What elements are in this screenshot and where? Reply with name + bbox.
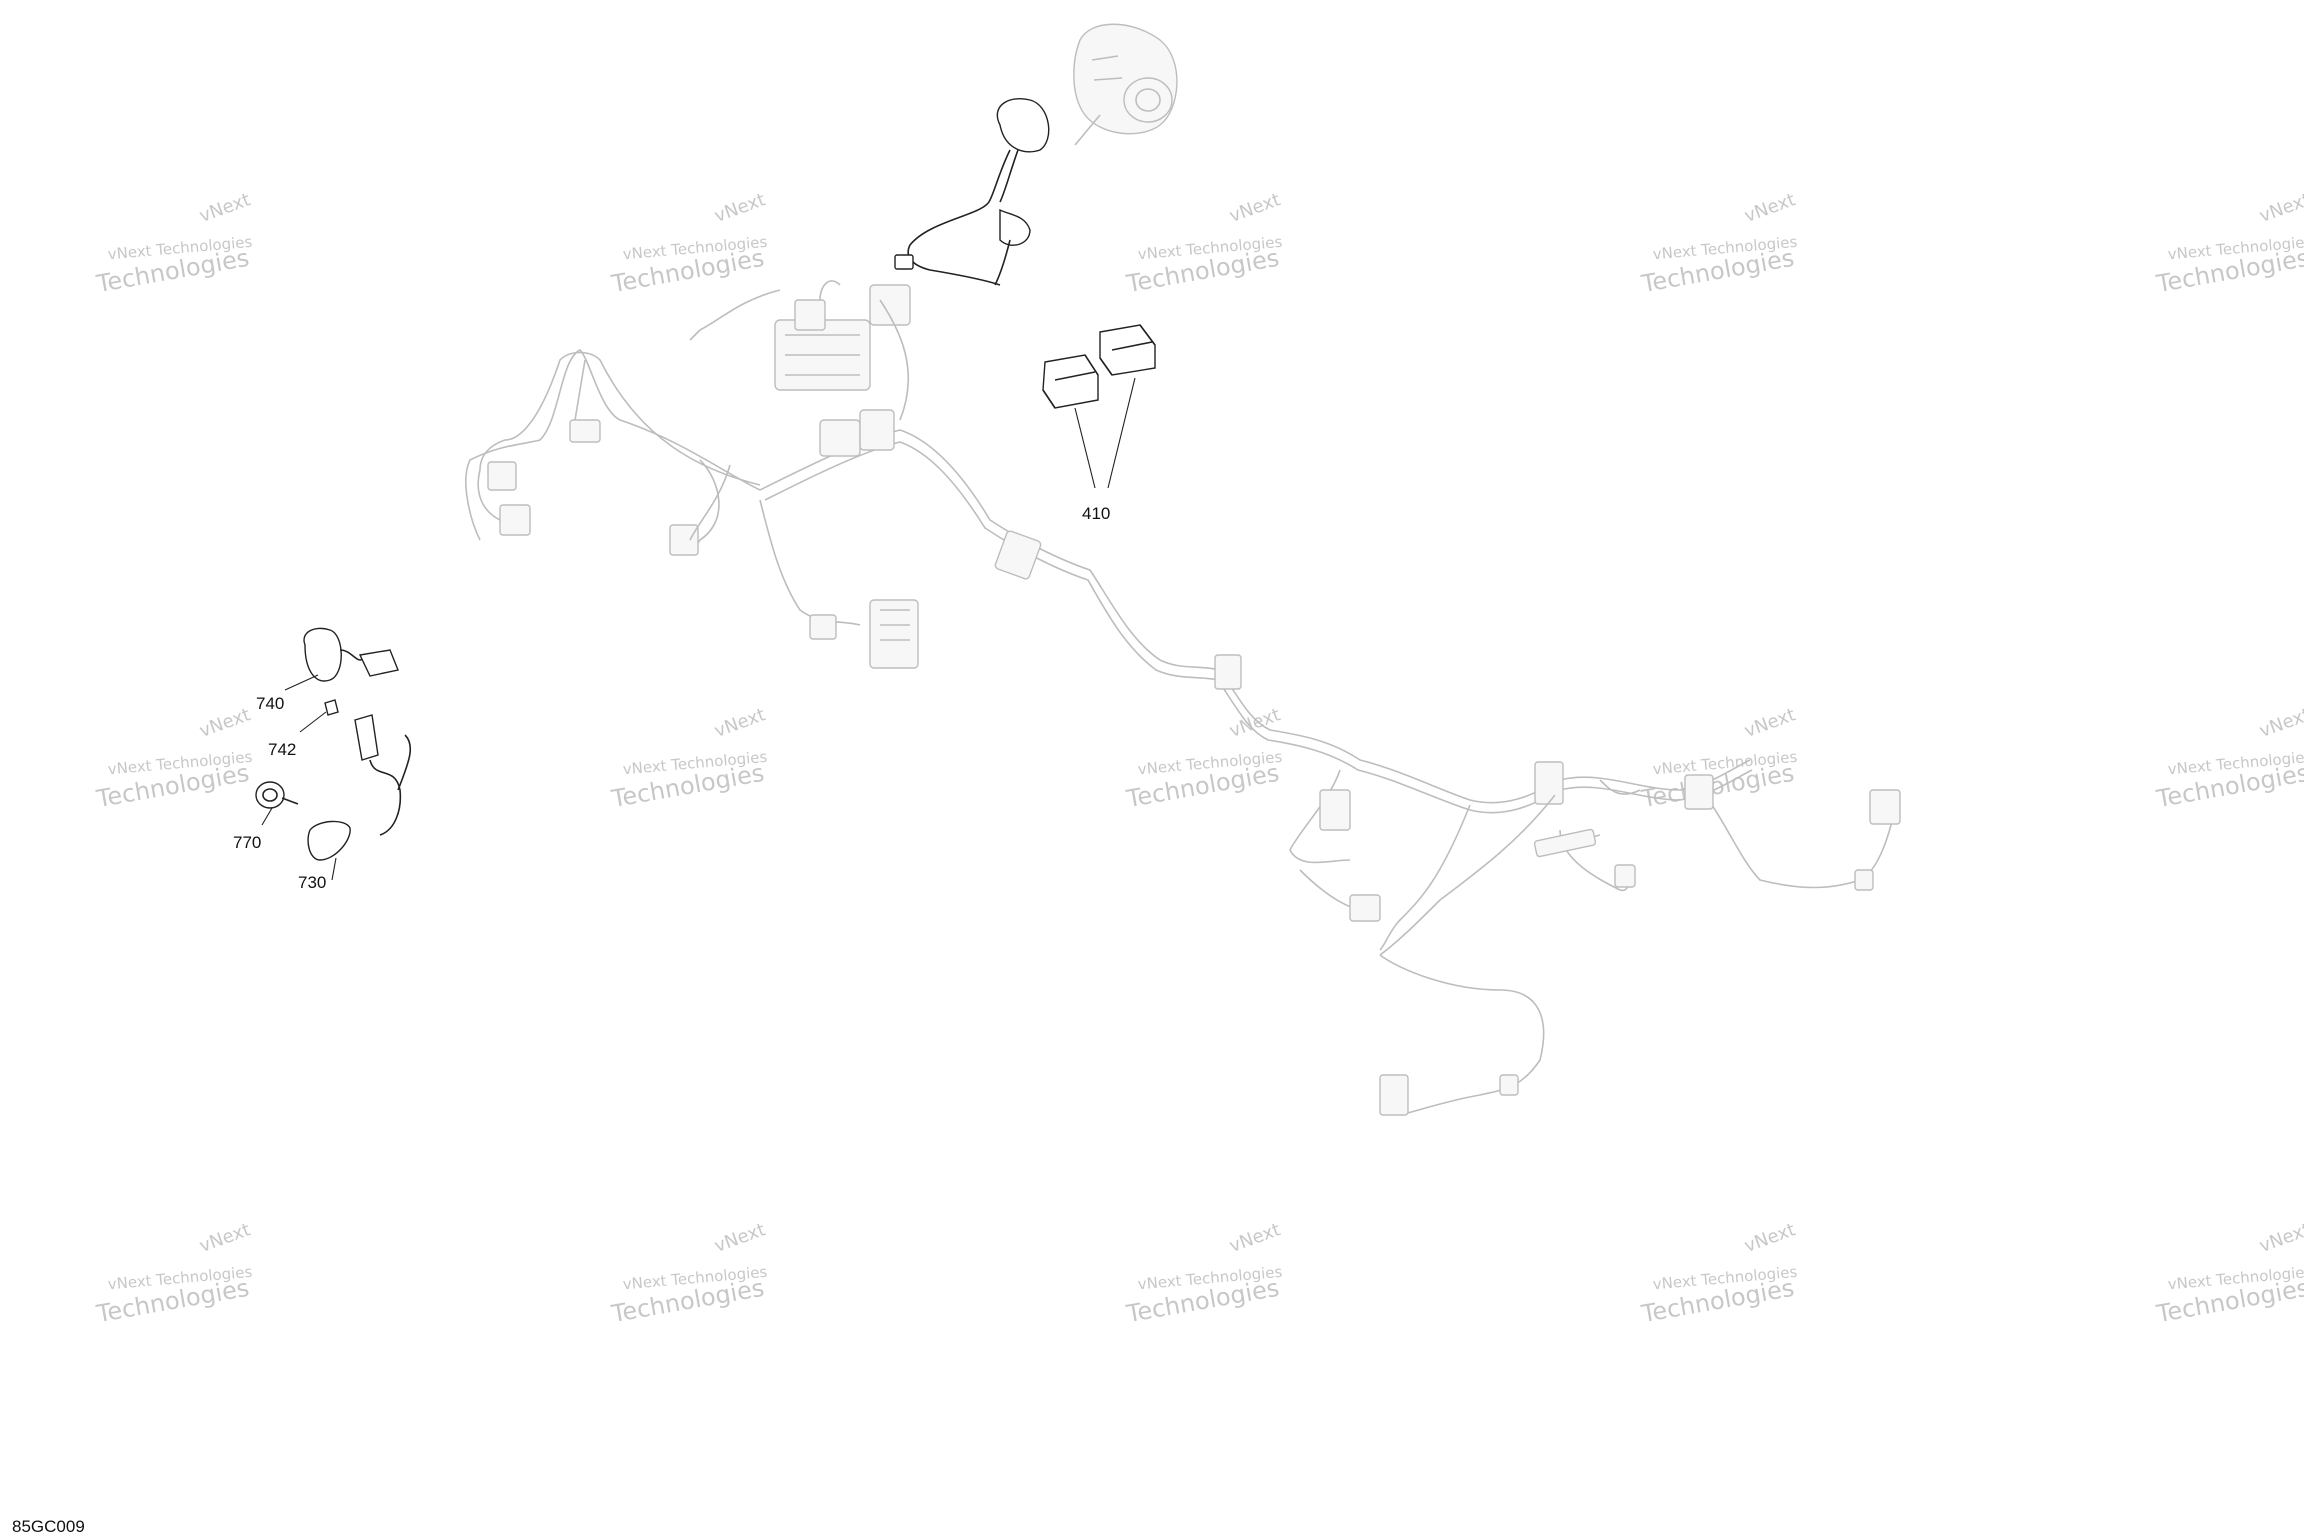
- watermark-text: vNext: [197, 189, 254, 227]
- relay-pair: [1042, 324, 1156, 489]
- ignition-parts: [255, 627, 412, 881]
- watermark-text: vNext: [712, 704, 769, 742]
- watermark-text: vNext: [2257, 704, 2304, 742]
- callout-730: 730: [298, 873, 326, 892]
- callout-labels: 410 740 742 770 730: [233, 504, 1110, 892]
- watermark-text: vNext: [1227, 704, 1284, 742]
- figure-id: 85GC009: [12, 1517, 85, 1536]
- callout-770: 770: [233, 833, 261, 852]
- watermark-text: vNext: [1742, 189, 1799, 227]
- main-wiring-harness: [465, 23, 1901, 1116]
- watermark-text: vNext: [197, 1219, 254, 1257]
- watermark-text: vNext: [197, 704, 254, 742]
- callout-410: 410: [1082, 504, 1110, 523]
- callout-740: 740: [256, 694, 284, 713]
- watermark-text: vNext: [712, 1219, 769, 1257]
- engine-housing-ghost: [1073, 23, 1178, 146]
- watermark-text: vNext: [1227, 1219, 1284, 1257]
- watermark-text: vNext: [2257, 1219, 2304, 1257]
- watermark-text: vNext: [712, 189, 769, 227]
- watermark-text: vNext: [1742, 1219, 1799, 1257]
- watermark-text: vNext: [2257, 189, 2304, 227]
- callout-742: 742: [268, 740, 296, 759]
- top-cable-assembly: [894, 98, 1050, 286]
- watermark-text: vNext: [1742, 704, 1799, 742]
- watermark-text: vNext: [1227, 189, 1284, 227]
